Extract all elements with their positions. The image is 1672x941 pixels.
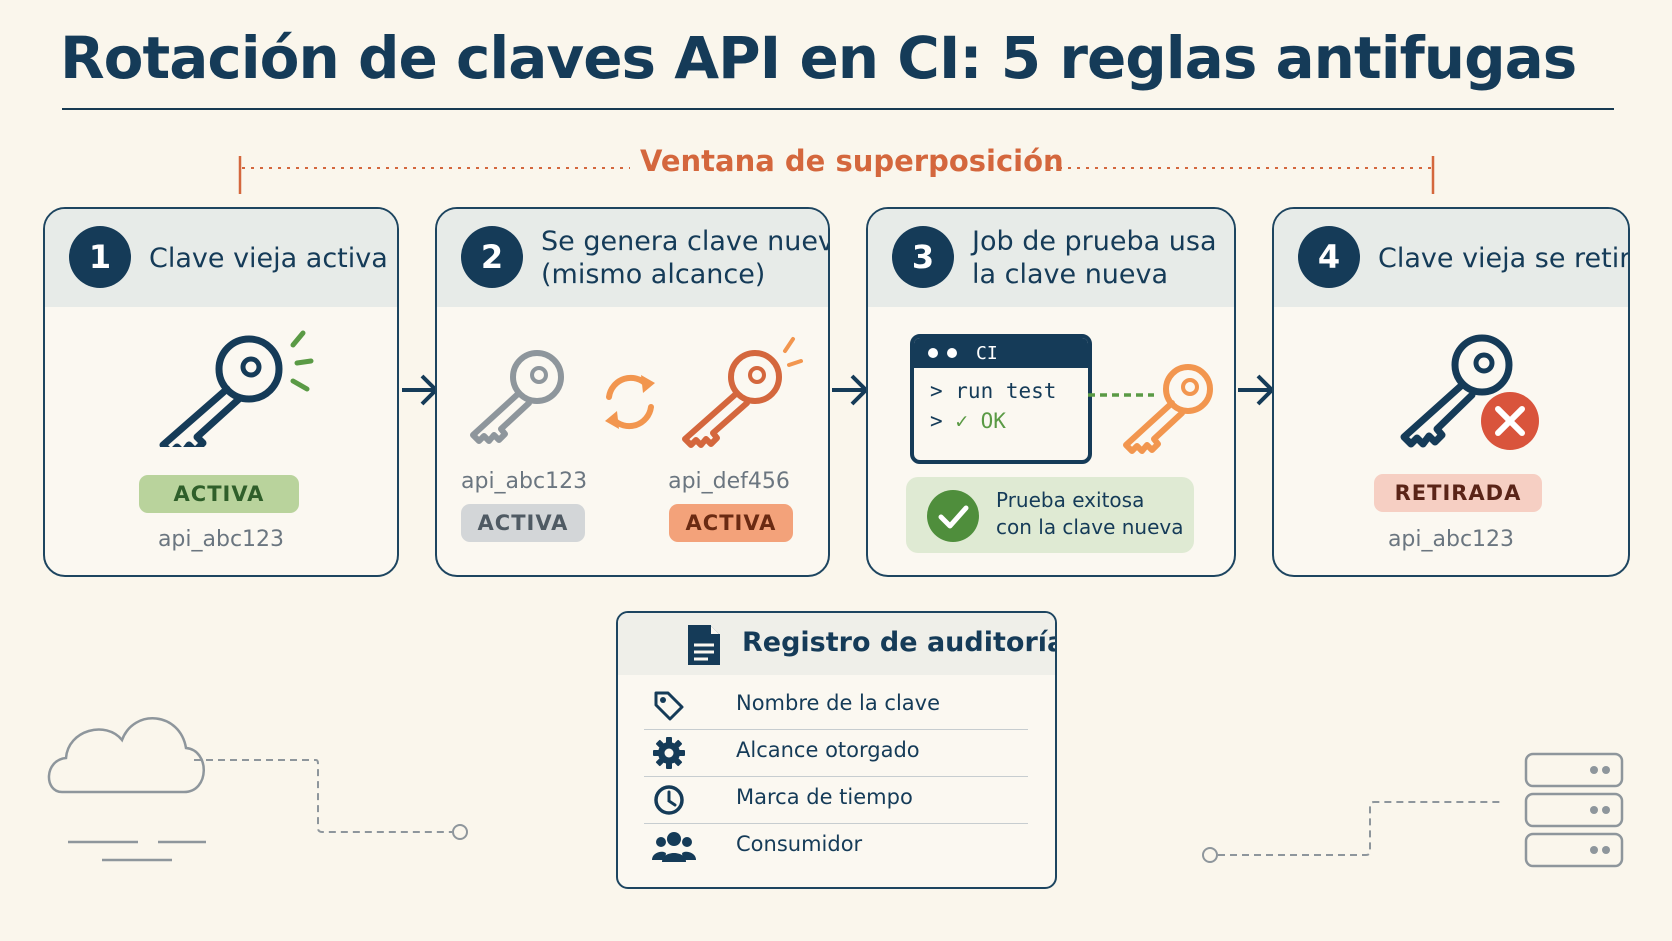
- overlap-window-label: Ventana de superposición: [640, 144, 1064, 178]
- audit-log-label: Consumidor: [736, 832, 863, 856]
- step-title-line: Clave vieja se retira: [1378, 242, 1630, 274]
- step-title: Clave vieja se retira: [1378, 209, 1630, 307]
- terminal-line: > run test: [930, 379, 1057, 403]
- audit-log-label: Alcance otorgado: [736, 738, 920, 762]
- success-text: Prueba exitosa con la clave nueva: [996, 487, 1184, 541]
- step-title-line: Clave vieja activa: [149, 242, 388, 274]
- step-title: Job de prueba usa la clave nueva: [972, 209, 1224, 307]
- test-success-banner: Prueba exitosa con la clave nueva: [906, 477, 1194, 553]
- window-dot: [947, 348, 957, 358]
- step-title-line: Se genera clave nueva: [541, 226, 830, 257]
- cloud-decoration: [47, 717, 468, 862]
- audit-log-panel: Registro de auditoría Nombre de la clave…: [616, 611, 1057, 889]
- test-key-icon: [1088, 364, 1213, 454]
- audit-log-title: Registro de auditoría: [742, 627, 1057, 658]
- active-key-icon: [159, 330, 314, 447]
- tag-icon: [654, 691, 684, 721]
- step-card-2: 2 Se genera clave nueva (mismo alcance): [435, 207, 830, 577]
- step-header: 4 Clave vieja se retira: [1274, 209, 1628, 307]
- step-number: 2: [461, 226, 523, 288]
- audit-log-item: Consumidor: [644, 824, 1028, 870]
- title-divider: [62, 108, 1614, 110]
- old-key-badge: ACTIVA: [461, 504, 585, 542]
- step-number: 4: [1298, 226, 1360, 288]
- success-line: con la clave nueva: [996, 515, 1184, 539]
- window-dot: [928, 348, 938, 358]
- step-title-line: la clave nueva: [972, 259, 1169, 290]
- status-badge: ACTIVA: [139, 475, 299, 513]
- step-title: Se genera clave nueva (mismo alcance): [541, 209, 830, 307]
- step-card-3: 3 Job de prueba usa la clave nueva CI > …: [866, 207, 1236, 577]
- new-key-badge: ACTIVA: [669, 504, 793, 542]
- audit-log-item: Nombre de la clave: [644, 683, 1028, 730]
- clock-icon: [654, 785, 684, 815]
- terminal-line: > ✓ OK: [914, 406, 1088, 436]
- page-title: Rotación de claves API en CI: 5 reglas a…: [60, 24, 1577, 92]
- terminal-prompt: >: [930, 409, 943, 433]
- step-title: Clave vieja activa: [149, 209, 388, 307]
- step-number: 3: [892, 226, 954, 288]
- audit-log-label: Nombre de la clave: [736, 691, 941, 715]
- server-decoration: [1202, 752, 1624, 868]
- status-badge: RETIRADA: [1374, 474, 1542, 512]
- rotate-icon: [605, 374, 655, 430]
- step-title-line: (mismo alcance): [541, 259, 766, 290]
- audit-log-header: Registro de auditoría: [618, 613, 1055, 675]
- new-key-icon: [682, 337, 803, 448]
- terminal-titlebar: CI: [914, 338, 1088, 368]
- document-icon: [688, 625, 720, 665]
- arrow-right-icon: [1238, 374, 1275, 406]
- step-title-line: Job de prueba usa: [972, 226, 1217, 257]
- success-line: Prueba exitosa: [996, 488, 1145, 512]
- overlap-window-bracket: [238, 156, 1435, 194]
- step-card-1: 1 Clave vieja activa ACTIVA api_abc123: [43, 207, 399, 577]
- step-header: 2 Se genera clave nueva (mismo alcance): [437, 209, 828, 307]
- terminal-title: CI: [976, 342, 998, 364]
- step-card-4: 4 Clave vieja se retira RETIRADA api_abc…: [1272, 207, 1630, 577]
- audit-log-item: Alcance otorgado: [644, 730, 1028, 777]
- audit-log-label: Marca de tiempo: [736, 785, 913, 809]
- users-icon: [652, 832, 696, 862]
- new-key-id: api_def456: [668, 469, 790, 494]
- old-key-id: api_abc123: [461, 469, 588, 494]
- step-number: 1: [69, 226, 131, 288]
- old-key-icon: [470, 350, 564, 444]
- audit-log-item: Marca de tiempo: [644, 777, 1028, 824]
- terminal-ok: ✓ OK: [955, 409, 1006, 433]
- arrow-right-icon: [832, 374, 869, 406]
- retired-key-icon: [1400, 334, 1539, 450]
- arrow-right-icon: [402, 374, 439, 406]
- check-circle-icon: [927, 490, 979, 542]
- gear-icon: [653, 737, 685, 769]
- ci-terminal: CI > run test > ✓ OK: [910, 334, 1092, 464]
- key-id: api_abc123: [1387, 527, 1515, 552]
- key-id: api_abc123: [157, 527, 285, 552]
- step-header: 3 Job de prueba usa la clave nueva: [868, 209, 1234, 307]
- step-header: 1 Clave vieja activa: [45, 209, 397, 307]
